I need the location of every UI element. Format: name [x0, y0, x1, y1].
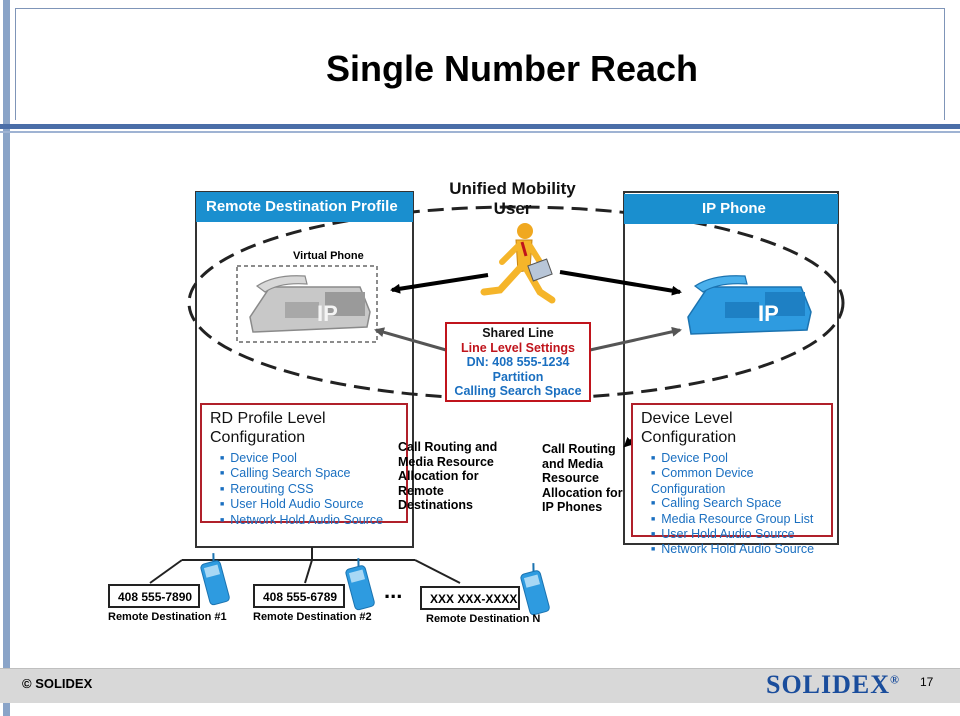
device-config-box: Device Level Configuration Device Pool C…	[631, 403, 833, 556]
call-routing-rd-line: Call Routing and	[398, 440, 498, 454]
call-routing-rd-line: Remote	[398, 483, 444, 498]
partition-label: Partition	[492, 369, 544, 384]
call-routing-rd-line: Destinations	[398, 498, 474, 512]
registered-mark: ®	[890, 672, 901, 687]
solidex-logo: SOLIDEX®	[766, 670, 900, 700]
shared-line-box: Shared Line Line Level Settings DN: 408 …	[445, 322, 591, 402]
remote-destination-label-n: Remote Destination N	[426, 613, 541, 625]
arrow-user-to-virtual-phone	[390, 273, 489, 294]
virtual-phone-ip-glyph: IP	[317, 301, 338, 326]
rd-config-title-line1: RD Profile Level	[210, 410, 326, 427]
virtual-phone-icon	[249, 275, 371, 333]
logo-text: SOLIDEX	[766, 670, 891, 699]
remote-destination-number-2: 408 555-6789	[253, 584, 345, 608]
list-item: Calling Search Space	[651, 496, 823, 511]
call-routing-ip-line: and Media	[542, 456, 604, 471]
rd-config-title: RD Profile Level Configuration	[210, 409, 398, 447]
call-routing-ip-label: Call Routing and Media Resource Allocati…	[542, 442, 637, 515]
rdp-header: Remote Destination Profile	[196, 192, 413, 222]
call-routing-rd-label: Call Routing and Media Resource Allocati…	[398, 440, 518, 513]
rd-profile-config-box: RD Profile Level Configuration Device Po…	[200, 403, 408, 527]
virtual-phone-frame	[236, 265, 378, 343]
list-item: Common Device Configuration	[651, 466, 823, 496]
remote-destination-label-2: Remote Destination #2	[253, 611, 372, 623]
title-frame	[15, 8, 945, 120]
copyright-text: © SOLIDEX	[22, 676, 93, 691]
list-item: User Hold Audio Source	[651, 527, 823, 542]
arrow-shared-to-ip-phone	[589, 326, 682, 352]
shared-line-title: Shared Line	[482, 326, 554, 340]
list-item: Network Hold Audio Source	[651, 542, 823, 557]
line-level-settings: Line Level Settings	[461, 340, 575, 355]
calling-search-space-label: Calling Search Space	[454, 384, 582, 399]
remote-destination-number-n: XXX XXX-XXXX	[420, 586, 520, 610]
remote-destination-label-1: Remote Destination #1	[108, 611, 227, 623]
mobility-user-icon	[480, 223, 556, 304]
call-routing-rd-line: Allocation for	[398, 469, 479, 483]
list-item: Device Pool	[220, 451, 398, 466]
arrow-user-to-ip-phone	[559, 270, 682, 296]
rd-config-title-line2: Configuration	[210, 429, 306, 446]
ip-phone-ip-glyph: IP	[758, 301, 779, 326]
device-config-title-line2: Configuration	[641, 429, 737, 446]
mobile-phone-icon-2	[345, 558, 375, 611]
mobility-user-title: Unified Mobility User	[440, 179, 585, 219]
device-config-title: Device Level Configuration	[641, 409, 823, 447]
arrow-shared-to-virtual-phone	[374, 327, 447, 352]
mobility-user-title-line2: User	[493, 199, 532, 218]
rd-config-list: Device Pool Calling Search Space Rerouti…	[210, 451, 398, 528]
slide-title: Single Number Reach	[325, 48, 699, 89]
call-routing-ip-line: IP Phones	[542, 500, 603, 514]
call-routing-ip-line: Allocation for	[542, 485, 623, 500]
remote-destination-number-1: 408 555-7890	[108, 584, 200, 608]
footer-bar	[0, 668, 960, 703]
left-accent-bar	[3, 0, 10, 716]
list-item: Calling Search Space	[220, 466, 398, 481]
list-item: Media Resource Group List	[651, 512, 823, 527]
list-item: Network Hold Audio Source	[220, 513, 398, 528]
ellipsis-indicator: ...	[384, 578, 403, 603]
list-item: Device Pool	[651, 451, 823, 466]
list-item: Rerouting CSS	[220, 482, 398, 497]
mobile-phone-icon-3	[520, 563, 550, 616]
call-routing-ip-line: Call Routing	[542, 442, 616, 456]
call-routing-ip-line: Resource	[542, 471, 599, 485]
mobile-phone-icon-1	[200, 553, 230, 606]
title-divider	[0, 124, 960, 129]
ip-phone-icon	[687, 275, 812, 335]
page-number: 17	[920, 675, 934, 689]
shared-line-ellipse	[187, 205, 845, 401]
title-divider-secondary	[0, 131, 960, 133]
device-config-title-line1: Device Level	[641, 410, 733, 427]
mobility-user-title-line1: Unified Mobility	[449, 179, 576, 198]
call-routing-rd-line: Media Resource	[398, 454, 494, 469]
ip-phone-header: IP Phone	[624, 194, 838, 224]
device-config-list: Device Pool Common Device Configuration …	[641, 451, 823, 558]
directory-number: DN: 408 555-1234	[466, 355, 570, 370]
virtual-phone-label: Virtual Phone	[293, 250, 364, 262]
list-item: User Hold Audio Source	[220, 497, 398, 512]
